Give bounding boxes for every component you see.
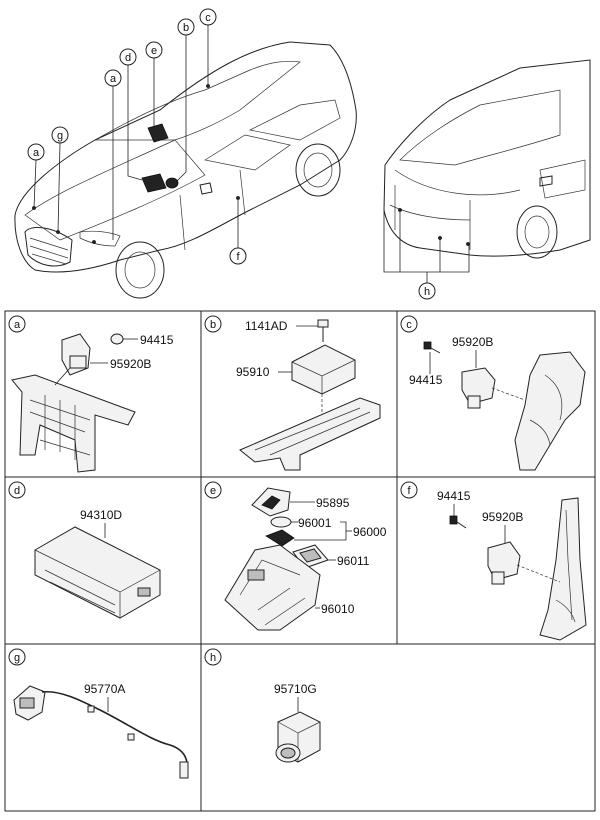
callout-a-hood: a (110, 73, 117, 85)
overview-callout-h: h (383, 210, 470, 300)
callout-a-front: a (33, 147, 40, 159)
callout-f: f (236, 251, 240, 263)
panel-b: b 1141AD 95910 (204, 315, 381, 471)
bolt-1141AD-drawing (317, 319, 329, 342)
cover-95895-drawing (251, 487, 291, 517)
part-96001: 96001 (298, 516, 332, 530)
panel-c: c 95920B 94415 (400, 315, 586, 471)
part-96010: 96010 (321, 602, 355, 616)
wheel-housing-c-drawing (491, 351, 586, 471)
panel-b-label: b (210, 319, 216, 331)
part-96011: 96011 (337, 554, 370, 568)
part-94415-f: 94415 (437, 489, 471, 503)
panel-a-label: a (14, 319, 21, 331)
panel-e-label: e (210, 485, 216, 497)
callout-c: c (205, 12, 211, 24)
panel-h-label: h (210, 652, 216, 664)
overview-callouts-front: a g a d e b c f (27, 8, 247, 265)
panel-g-label: g (14, 652, 20, 664)
gasket-96001-drawing (270, 516, 292, 528)
part-95920B-c: 95920B (452, 335, 493, 349)
sensor-95920B-f-drawing (487, 541, 521, 585)
callout-h: h (424, 286, 430, 298)
part-94415-c: 94415 (409, 373, 443, 387)
camera-unit-94310D-drawing (34, 526, 161, 619)
sensor-95920B-drawing (61, 333, 91, 376)
panel-g: g 95770A (8, 648, 189, 779)
part-96000: 96000 (353, 525, 387, 539)
part-94310D: 94310D (80, 508, 122, 522)
part-95710G: 95710G (274, 682, 317, 696)
callout-d: d (125, 52, 131, 64)
panel-d: d 94310D (8, 481, 161, 619)
panel-e: e 95895 96001 96000 96011 96010 (204, 481, 387, 631)
callout-b: b (183, 22, 189, 34)
panel-d-label: d (14, 485, 20, 497)
bolt-94415-f-drawing (449, 515, 467, 529)
rear-car-illustration (383, 59, 591, 259)
part-95895: 95895 (316, 496, 350, 510)
parking-sensor-95710G-drawing (275, 711, 321, 763)
part-95920B-a: 95920B (110, 357, 151, 371)
b-pillar-drawing (516, 497, 587, 641)
callout-e: e (151, 45, 157, 57)
radiator-support-drawing (11, 374, 136, 473)
part-95920B-f: 95920B (482, 510, 523, 524)
panel-f: f 94415 95920B (400, 481, 587, 641)
floor-tunnel-drawing (239, 394, 381, 471)
front-car-illustration (14, 41, 357, 299)
sensor-95770A-drawing (13, 685, 46, 721)
part-95770A: 95770A (84, 682, 125, 696)
nut-94415-drawing (110, 333, 124, 345)
part-95910: 95910 (236, 365, 270, 379)
panel-c-label: c (406, 319, 412, 331)
panel-h: h 95710G (204, 648, 321, 763)
sensor-96001-drawing (265, 529, 295, 547)
panel-f-label: f (407, 485, 411, 497)
console-96010-drawing (224, 544, 321, 631)
sensor-95920B-c-drawing (461, 367, 496, 409)
callout-g: g (57, 130, 63, 142)
harness-95770A-drawing (41, 690, 189, 779)
part-94415-a: 94415 (140, 333, 174, 347)
part-1141AD: 1141AD (245, 319, 288, 333)
acu-95910-drawing (291, 344, 356, 395)
panel-a: a 94415 95920B (8, 315, 174, 473)
panel-grid (4, 310, 596, 812)
bolt-94415-c-drawing (423, 341, 441, 354)
